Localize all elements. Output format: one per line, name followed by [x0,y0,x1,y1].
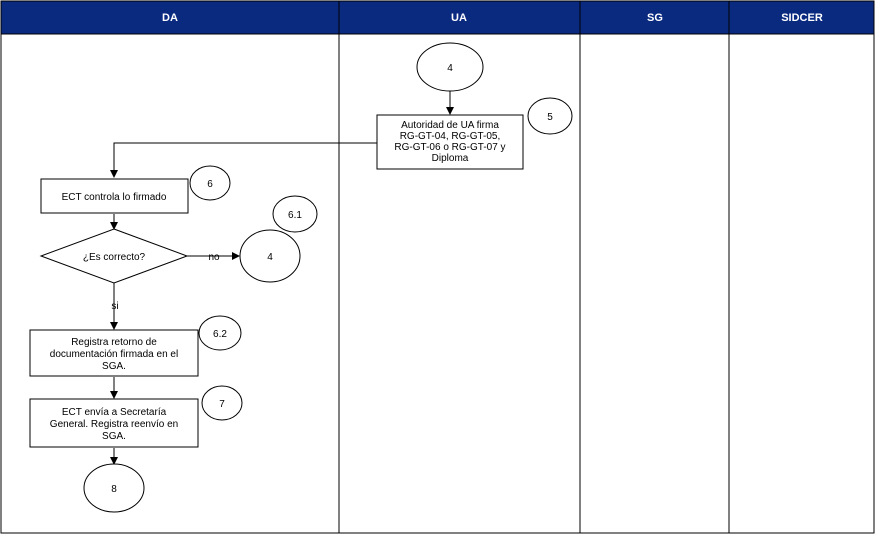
step-62-line-3: SGA. [102,361,126,372]
edge-5-to-6 [110,142,377,178]
lane-headers: DA UA SG SIDCER [0,0,875,35]
step-5-line-1: Autoridad de UA firma [401,120,499,131]
decision-label: ¿Es correcto? [83,252,146,263]
edge-label-si: si [111,301,118,312]
step-61-number-label: 6.1 [288,210,302,221]
step-6-box: ECT controla lo firmado [40,178,189,214]
step-6-number: 6 [189,165,231,201]
step-62-line-2: documentación firmada en el [50,349,178,360]
edge-label-no: no [208,252,220,263]
step-7-number-label: 7 [219,399,225,410]
step-5-line-4: Diploma [432,153,469,164]
connector-8: 8 [83,463,145,513]
lane-body-sg [579,33,730,534]
step-5-box: Autoridad de UA firma RG-GT-04, RG-GT-05… [376,114,524,170]
step-62-box: Registra retorno de documentación firmad… [29,329,199,377]
step-7-number: 7 [201,385,243,421]
step-7-line-1: ECT envía a Secretaría [62,407,167,418]
lane-title-da: DA [162,12,178,24]
step-5-number: 5 [527,97,573,135]
lane-title-sg: SG [647,12,663,24]
connector-8-label: 8 [111,484,117,495]
step-62-number: 6.2 [198,315,242,351]
step-5-number-label: 5 [547,112,553,123]
connector-4-top-label: 4 [447,63,453,74]
lane-bodies [0,33,875,534]
connector-4-top: 4 [416,42,484,92]
step-5-line-3: RG-GT-06 o RG-GT-07 y [394,142,505,153]
lane-title-ua: UA [451,12,467,24]
step-6-number-label: 6 [207,179,213,190]
step-62-line-1: Registra retorno de [71,337,157,348]
lane-body-da [0,33,340,534]
lane-header-ua [338,0,581,35]
step-6-line-1: ECT controla lo firmado [62,192,167,203]
lane-header-da [0,0,340,35]
step-7-line-2: General. Registra reenvío en [50,419,178,430]
lane-header-sg [579,0,730,35]
lane-header-sidcer [728,0,875,35]
step-7-line-3: SGA. [102,431,126,442]
connector-4-right: 4 [239,229,301,283]
connector-4-right-label: 4 [267,252,273,263]
decision-es-correcto: ¿Es correcto? [39,228,189,284]
step-61-number: 6.1 [272,195,318,233]
step-62-number-label: 6.2 [213,329,227,340]
edges [110,91,454,465]
step-7-box: ECT envía a Secretaría General. Registra… [29,398,199,448]
lane-title-sidcer: SIDCER [781,12,823,24]
lane-body-sidcer [728,33,875,534]
step-5-line-2: RG-GT-04, RG-GT-05, [400,131,501,142]
